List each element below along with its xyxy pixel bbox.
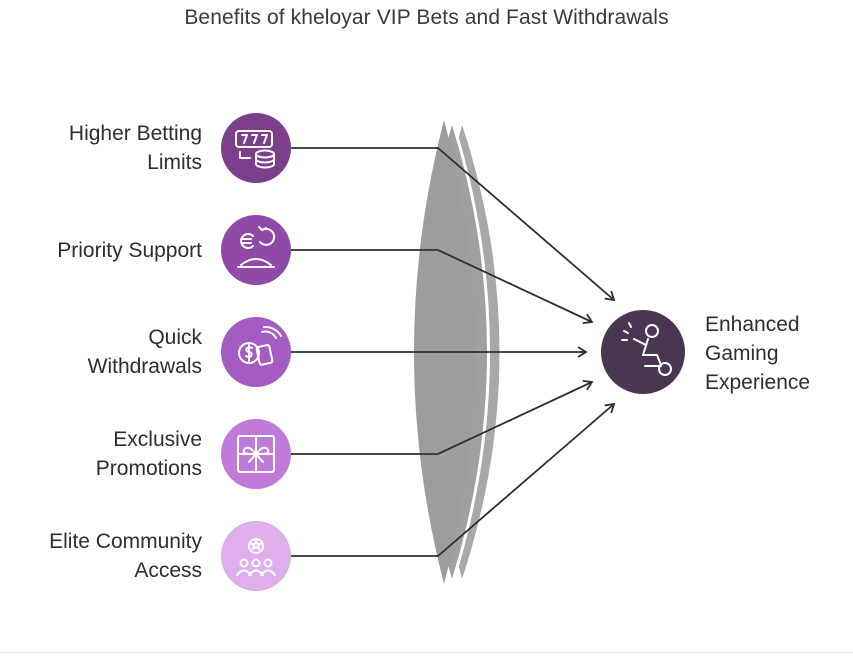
benefit-label-exclusive-promotions: Exclusive Promotions [96,425,202,483]
benefit-label-priority-support: Priority Support [57,236,202,265]
connector-arrow-1 [291,249,594,325]
benefit-icon-1 [221,215,291,285]
outcome-label: Enhanced Gaming Experience [705,310,810,397]
diagram-title: Benefits of kheloyar VIP Bets and Fast W… [184,6,669,29]
connectors [291,147,616,557]
outcome-label-line: Enhanced [705,313,800,336]
benefit-label-line: Limits [147,151,202,174]
benefit-label-line: Elite Community [49,530,202,553]
benefit-label-line: Withdrawals [87,355,202,378]
benefit-icon-4 [221,521,291,591]
benefit-label-elite-community-access: Elite Community Access [49,527,202,585]
benefit-label-line: Quick [148,326,202,349]
benefit-label-line: Promotions [95,457,202,480]
benefit-icon-2 [221,317,291,387]
benefit-label-line: Access [134,559,202,582]
outcome-label-line: Experience [705,371,811,394]
benefit-label-line: Higher Betting [68,122,202,145]
connector-arrow-0 [291,147,616,302]
benefit-label-line: Exclusive [113,428,202,451]
benefit-icon-3 [221,419,291,489]
connector-arrow-4 [291,402,616,557]
benefit-label-quick-withdrawals: Quick Withdrawals [88,323,202,381]
outcome-icon [601,310,685,394]
benefit-label-line: Priority Support [57,239,202,262]
benefit-icon-0 [221,113,291,183]
outcome-label-line: Gaming [705,342,779,365]
connector-arrow-3 [291,379,594,455]
bottom-divider [0,652,853,653]
benefit-label-higher-betting-limits: Higher Betting Limits [69,119,202,177]
